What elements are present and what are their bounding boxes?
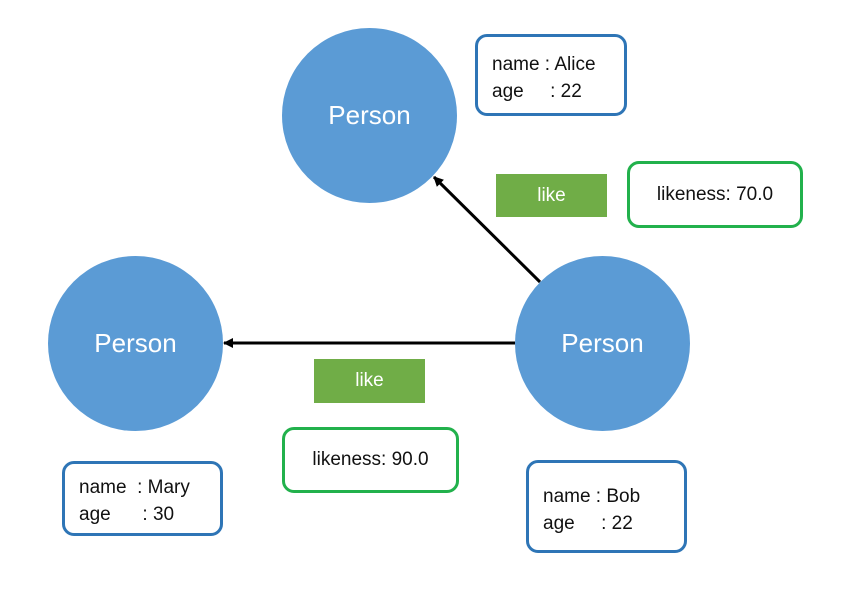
property-value: 30 [152, 504, 175, 525]
edge-property-text: likeness: 70.0 [656, 183, 774, 205]
property-age-row: age : 22 [492, 81, 582, 102]
node-label: Person [94, 328, 177, 358]
property-name-row: name : Bob [543, 486, 641, 507]
node-label: Person [561, 328, 644, 358]
property-key: name [79, 477, 127, 498]
node-person-mary[interactable]: Person [48, 256, 223, 431]
property-value: Bob [606, 486, 641, 507]
edge-label-bob-to-alice[interactable]: like [496, 174, 607, 217]
node-person-alice[interactable]: Person [282, 28, 457, 203]
node-properties-alice: name : Alice age : 22 [475, 34, 627, 116]
property-value: Alice [554, 54, 596, 75]
property-age-row: age : 30 [79, 504, 175, 525]
property-key: age [492, 81, 524, 102]
property-name-row: name : Mary [79, 477, 190, 498]
edge-arrow-bob-to-alice [432, 175, 542, 284]
property-age-row: age : 22 [543, 513, 633, 534]
edge-property-text: likeness: 90.0 [312, 449, 429, 470]
property-key: name [543, 486, 591, 507]
node-person-bob[interactable]: Person [515, 256, 690, 431]
property-name-row: name : Alice [492, 54, 596, 75]
property-key: age [79, 504, 111, 525]
property-value: 22 [560, 81, 582, 102]
edge-label-text: like [355, 370, 384, 391]
property-key: age [543, 513, 575, 534]
property-value: Mary [147, 477, 190, 498]
property-key: name [492, 54, 540, 75]
edge-property-bob-to-mary: likeness: 90.0 [282, 427, 459, 493]
edge-property-bob-to-alice: likeness: 70.0 [627, 161, 803, 228]
edge-label-bob-to-mary[interactable]: like [314, 359, 425, 403]
node-properties-mary: name : Mary age : 30 [62, 461, 223, 536]
property-value: 22 [611, 513, 633, 534]
node-label: Person [328, 100, 411, 130]
edge-label-text: like [537, 184, 566, 206]
node-properties-bob: name : Bob age : 22 [526, 460, 687, 553]
